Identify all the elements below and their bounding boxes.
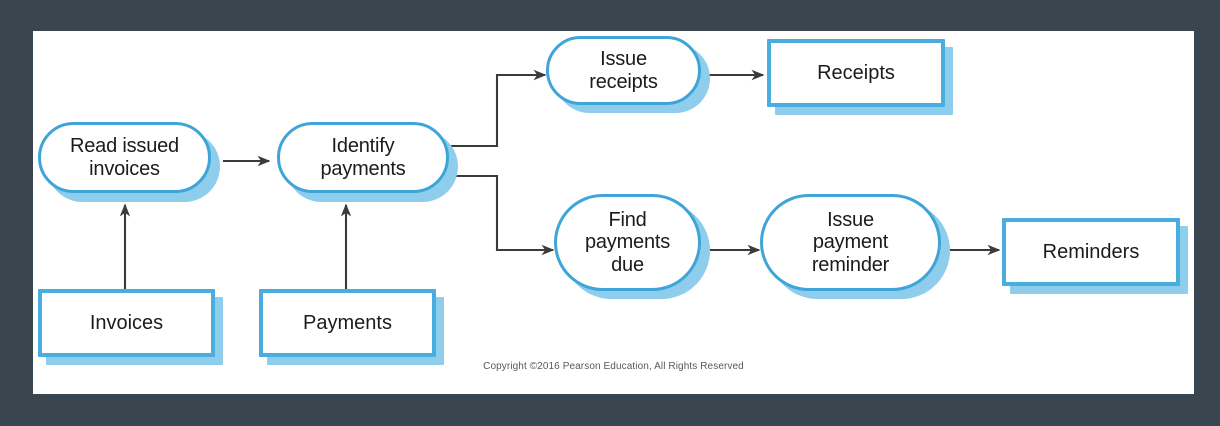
store-payments[interactable]: Payments (259, 289, 436, 357)
process-issue-receipts[interactable]: Issue receipts (546, 36, 701, 105)
store-label: Reminders (1042, 241, 1140, 263)
connector-layer (119, 69, 1001, 290)
store-invoices[interactable]: Invoices (38, 289, 215, 357)
process-label: Issue receipts (589, 48, 658, 93)
store-label: Invoices (89, 312, 164, 334)
edge-identify-to-issue-receipts (451, 69, 547, 148)
store-receipts[interactable]: Receipts (767, 39, 945, 107)
edge-identify-to-find-payments-due (451, 174, 555, 256)
store-label: Receipts (817, 62, 895, 84)
store-reminders[interactable]: Reminders (1002, 218, 1180, 286)
process-label: Find payments due (584, 208, 671, 276)
process-read-issued-invoices[interactable]: Read issued invoices (38, 122, 211, 193)
process-label: Issue payment reminder (811, 208, 890, 276)
store-label: Payments (303, 312, 392, 334)
copyright-notice: Copyright ©2016 Pearson Education, All R… (483, 361, 744, 372)
process-identify-payments[interactable]: Identify payments (277, 122, 449, 193)
process-find-payments-due[interactable]: Find payments due (554, 194, 701, 291)
process-issue-payment-reminder[interactable]: Issue payment reminder (760, 194, 941, 291)
diagram-canvas: Read issued invoices Identify payments I… (33, 31, 1194, 394)
process-label: Identify payments (320, 135, 406, 180)
process-label: Read issued invoices (70, 135, 179, 180)
